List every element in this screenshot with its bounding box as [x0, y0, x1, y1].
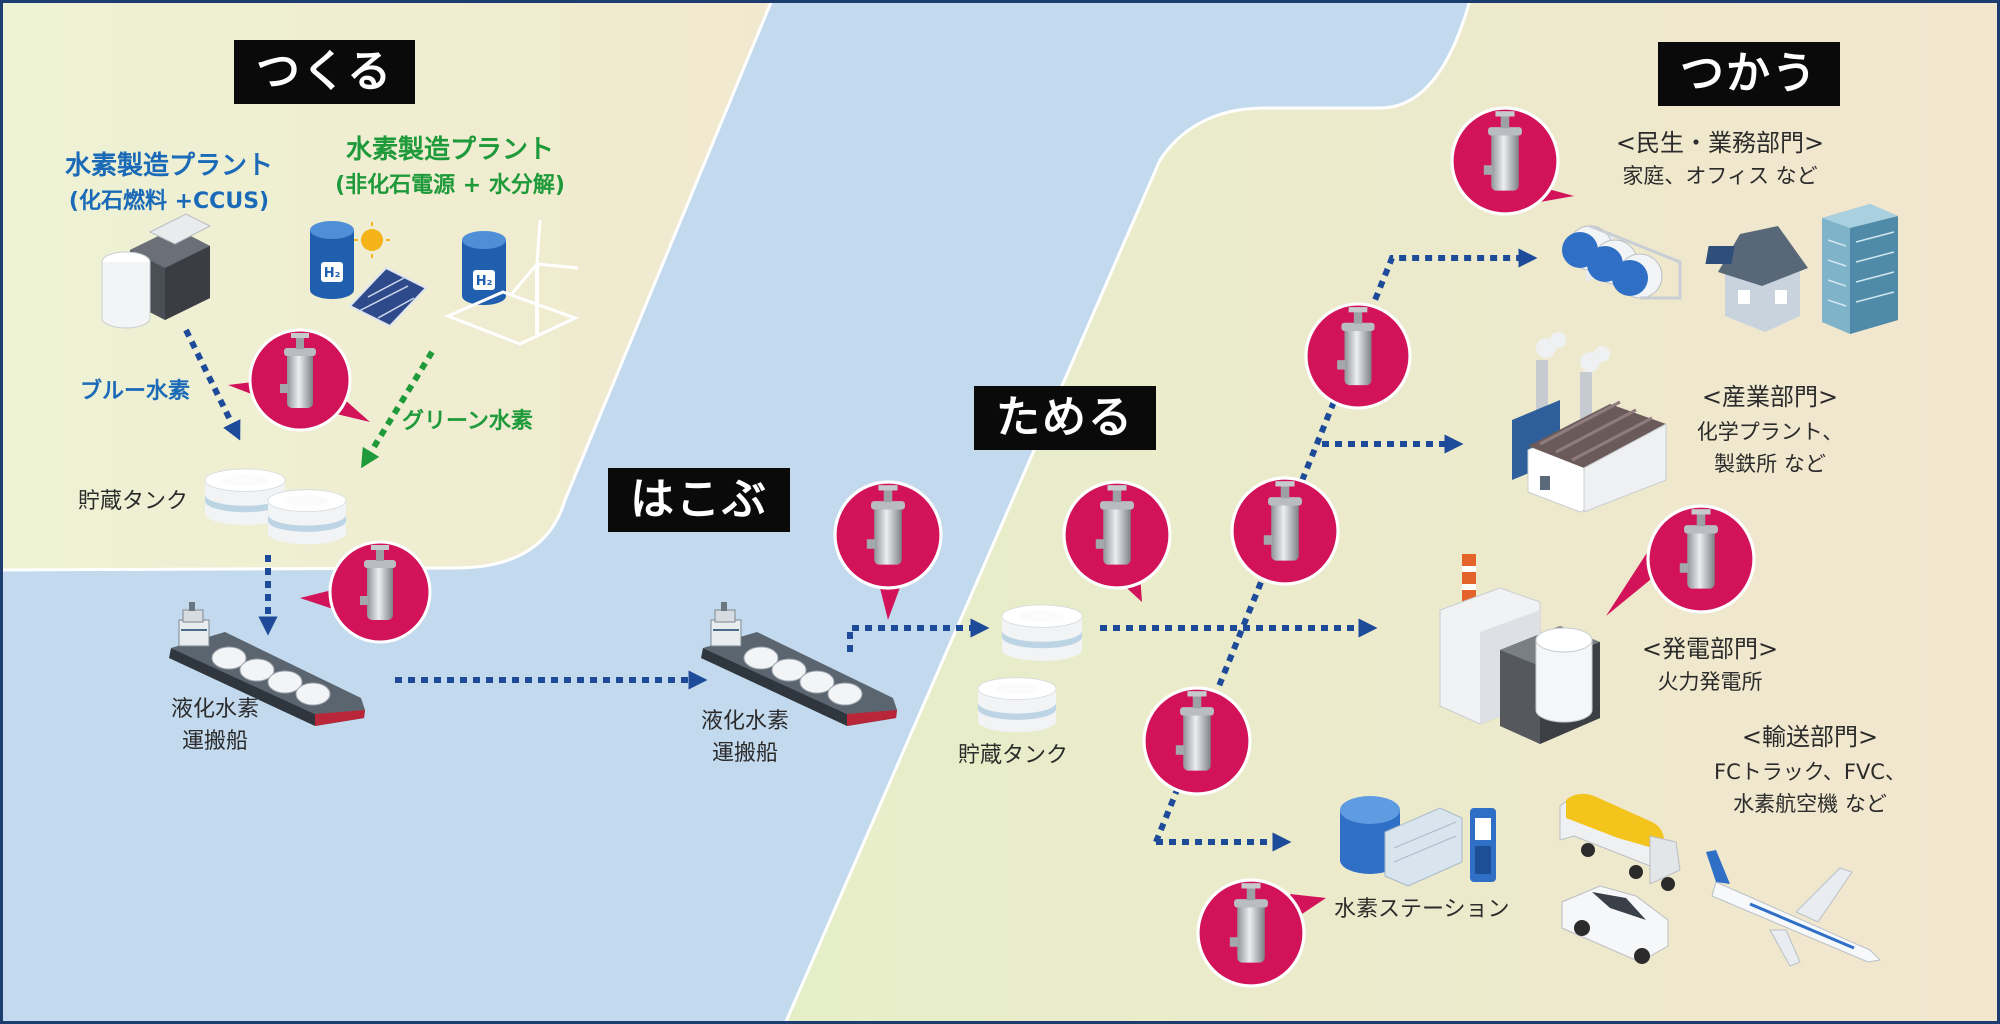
transport-sector-label: <輸送部門> FCトラック、FVC、 水素航空機 など	[1680, 720, 1940, 820]
power-sector-label: <発電部門> 火力発電所	[1600, 632, 1820, 697]
factory-icon	[1512, 332, 1667, 513]
transport-detail-2: 水素航空機 など	[1733, 792, 1887, 817]
svg-text:H₂: H₂	[324, 266, 341, 281]
green-hydrogen-plant-icon: H₂	[310, 221, 428, 328]
cylinder-component-icon	[1230, 476, 1340, 586]
house-icon	[1705, 226, 1808, 332]
ship-left-line2: 運搬船	[181, 728, 248, 754]
stage-label-carry: はこぶ	[608, 468, 790, 532]
power-plant-icon	[1439, 554, 1600, 744]
hydrogen-station-icon	[1340, 796, 1496, 887]
blue-hydrogen-label: ブルー水素	[80, 379, 191, 404]
cylinder-component-icon	[1304, 302, 1412, 410]
storage-tank-left-label: 貯蔵タンク	[78, 489, 189, 514]
residential-title: <民生・業務部門>	[1615, 129, 1825, 157]
blue-plant-label: 水素製造プラント (化石燃料 +CCUS)	[44, 148, 294, 218]
power-title: <発電部門>	[1641, 635, 1779, 663]
use-region	[785, 0, 2000, 1024]
cylinder-component-icon	[1450, 106, 1574, 216]
stage-label-make: つくる	[234, 40, 416, 104]
ship-right-line2: 運搬船	[711, 740, 778, 766]
green-plant-subtitle: (非化石電源 + 水分解)	[335, 172, 565, 198]
transport-detail-1: FCトラック、FVC、	[1714, 759, 1906, 784]
storage-tank-icon	[977, 677, 1057, 733]
storage-tank-right-label: 貯蔵タンク	[958, 743, 1069, 768]
residential-detail: 家庭、オフィス など	[1622, 163, 1818, 188]
ship-to-tank-arrow	[847, 618, 990, 652]
industry-detail-2: 製鉄所 など	[1714, 452, 1826, 477]
ship-right-line1: 液化水素	[700, 709, 789, 734]
storage-tank-icon	[1001, 604, 1083, 662]
green-hydrogen-label: グリーン水素	[402, 409, 533, 434]
residential-tanks-icon	[1562, 224, 1682, 300]
fc-truck-icon	[1559, 793, 1681, 891]
industry-detail-1: 化学プラント、	[1696, 419, 1844, 444]
ship-left-line1: 液化水素	[170, 697, 259, 722]
stage-label-use: つかう	[1658, 42, 1840, 106]
industry-title: <産業部門>	[1701, 383, 1839, 411]
industry-sector-label: <産業部門> 化学プラント、 製鉄所 など	[1660, 380, 1880, 480]
cylinder-component-icon	[1196, 878, 1326, 988]
blue-hydrogen-arrow	[183, 328, 241, 441]
fcv-car-icon	[1561, 885, 1669, 964]
blue-plant-title: 水素製造プラント	[64, 151, 273, 181]
power-detail: 火力発電所	[1657, 669, 1763, 694]
wind-electrolysis-icon: H₂	[444, 219, 579, 346]
office-building-icon	[1822, 204, 1898, 334]
transport-title: <輸送部門>	[1741, 723, 1879, 751]
to-residential-arrow	[1153, 248, 1538, 844]
green-plant-title: 水素製造プラント	[345, 135, 554, 165]
green-hydrogen-arrow	[360, 350, 435, 469]
residential-sector-label: <民生・業務部門> 家庭、オフィス など	[1590, 126, 1850, 191]
blue-hydrogen-plant-icon	[101, 213, 212, 329]
cylinder-component-icon	[300, 540, 432, 644]
cylinder-component-icon	[1062, 480, 1172, 602]
cylinder-component-icon	[1606, 504, 1756, 616]
storage-tank-icon	[267, 489, 347, 545]
flow-arrows	[183, 248, 1538, 852]
hydrogen-station-label: 水素ステーション	[1334, 897, 1510, 922]
svg-text:H₂: H₂	[476, 274, 493, 289]
ship-left-label: 液化水素 運搬船	[150, 694, 280, 758]
cylinder-component-icon	[228, 328, 370, 432]
stage-label-store: ためる	[974, 386, 1156, 450]
hydrogen-aircraft-icon	[1706, 850, 1882, 967]
cylinder-component-icon	[1142, 686, 1252, 796]
ship-right-label: 液化水素 運搬船	[680, 706, 810, 770]
component-markers	[228, 106, 1756, 988]
green-plant-label: 水素製造プラント (非化石電源 + 水分解)	[320, 132, 580, 202]
blue-plant-subtitle: (化石燃料 +CCUS)	[68, 188, 270, 214]
cylinder-component-icon	[833, 480, 943, 620]
